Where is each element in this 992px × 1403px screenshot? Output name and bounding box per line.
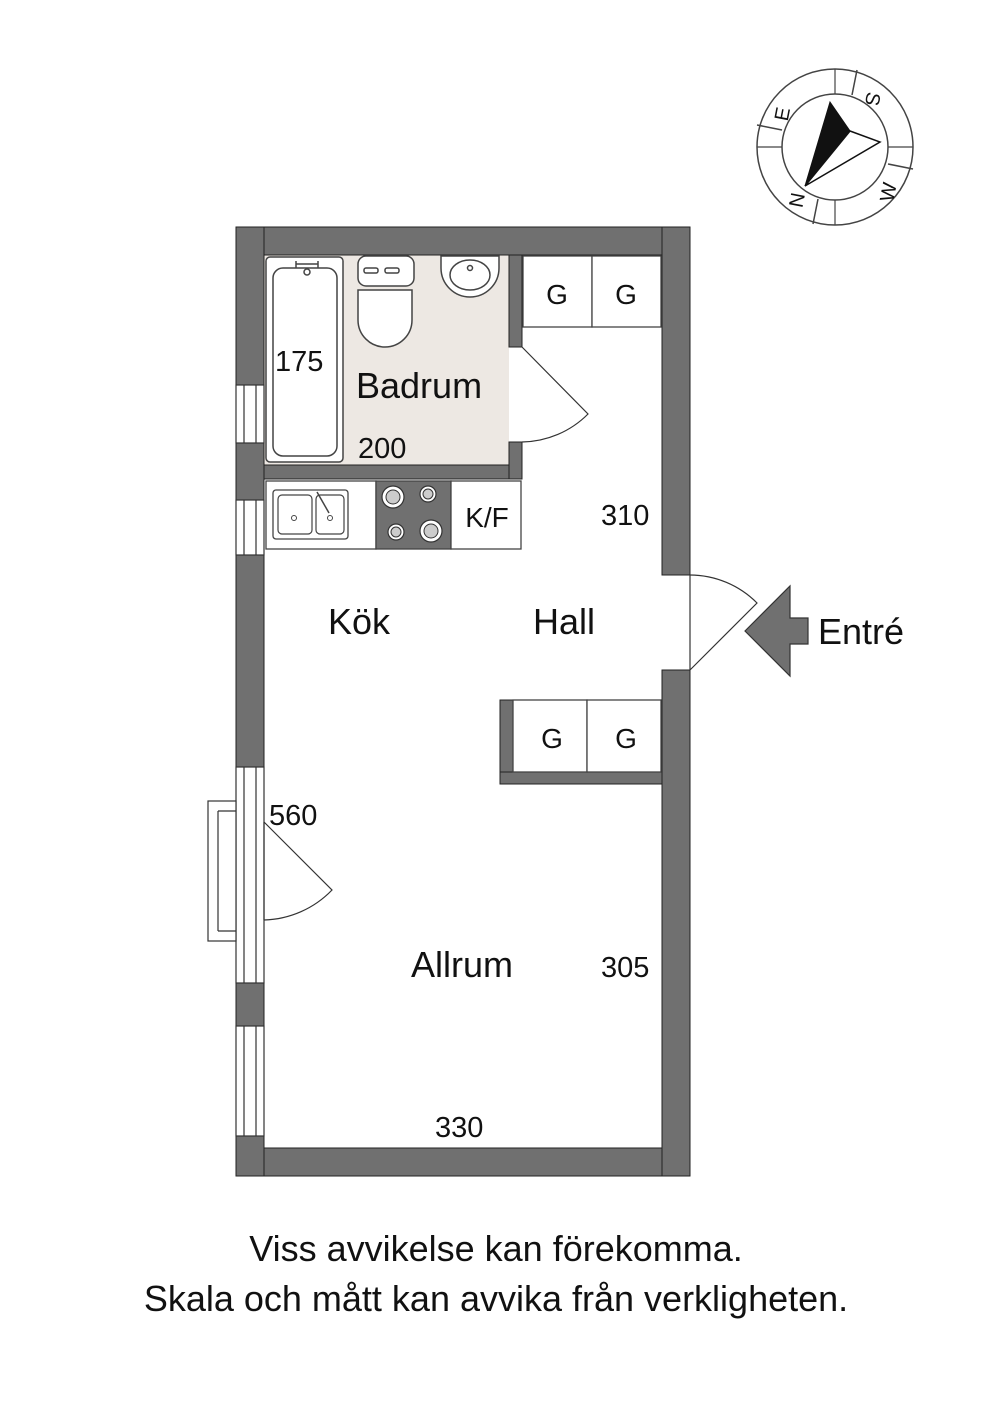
bathroom-door	[521, 346, 589, 443]
wardrobe-mid-right-label: G	[615, 723, 637, 754]
entrance-arrow-icon	[744, 584, 809, 678]
disclaimer-line-2: Skala och mått kan avvika från verklighe…	[143, 1278, 849, 1319]
bathtub-icon	[265, 256, 344, 463]
disclaimer-line-1: Viss avvikelse kan förekomma.	[249, 1228, 743, 1269]
wardrobe-mid-left-label: G	[541, 723, 563, 754]
wardrobe-top	[522, 255, 662, 328]
washbasin-icon	[440, 255, 500, 298]
compass: E S W N	[756, 68, 914, 226]
living-wall-dimension: 560	[269, 800, 317, 832]
wardrobe-mid	[512, 699, 662, 773]
fridge-freezer-label: K/F	[465, 502, 509, 533]
wardrobe-top-left-label: G	[546, 279, 568, 310]
fridge-freezer	[450, 480, 522, 550]
windows	[235, 384, 265, 1137]
hall-dimension: 310	[601, 500, 649, 532]
sink-icon	[272, 489, 349, 540]
toilet-icon	[357, 255, 415, 348]
walls	[235, 226, 691, 1177]
disclaimer: Viss avvikelse kan förekomma. Skala och …	[0, 1224, 992, 1324]
compass-south-label: S	[860, 90, 884, 107]
bathroom-dimension: 200	[358, 433, 406, 465]
kitchen-counter	[265, 480, 522, 550]
compass-west-label: W	[876, 181, 901, 204]
balcony-door	[207, 800, 333, 942]
living-width-dimension: 330	[435, 1112, 483, 1144]
compass-north-label: N	[784, 191, 808, 209]
living-depth-dimension: 305	[601, 952, 649, 984]
bathtub-dimension: 175	[275, 346, 323, 378]
living-room-label: Allrum	[411, 944, 513, 985]
bathroom-label: Badrum	[356, 365, 482, 406]
wardrobe-top-right-label: G	[615, 279, 637, 310]
kitchen-label: Kök	[328, 601, 391, 642]
entrance-door	[689, 574, 758, 671]
hall-label: Hall	[533, 601, 595, 642]
compass-east-label: E	[771, 106, 795, 123]
entrance-label: Entré	[818, 611, 904, 652]
